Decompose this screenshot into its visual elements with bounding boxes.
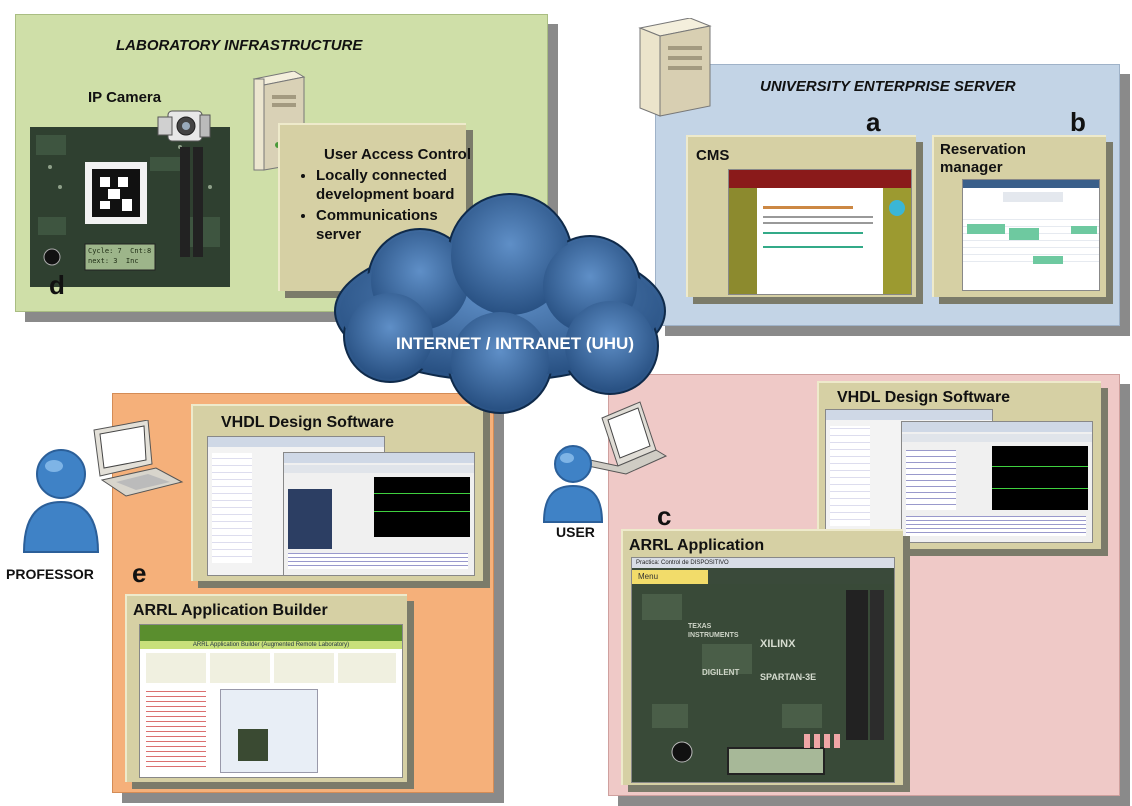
label-c: c — [657, 501, 672, 531]
user-label: USER — [556, 524, 595, 540]
board-text-spartan: SPARTAN-3E — [760, 672, 817, 682]
board-illustration — [30, 127, 230, 287]
arrl-app-window-title: Practica: Control de DISPOSITIVO — [632, 558, 894, 568]
cloud-label: INTERNET / INTRANET (UHU) — [396, 334, 634, 353]
cms-title: CMS — [696, 147, 730, 164]
access-item-server: Communications server — [316, 206, 474, 244]
lab-title: LABORATORY INFRASTRUCTURE — [116, 37, 363, 54]
development-board-photo: Cycle: 7 Cnt:8 next: 3 Inc — [30, 127, 230, 287]
user-person-icon — [542, 445, 604, 523]
label-b: b — [1070, 107, 1086, 137]
board-text-ti: TEXAS INSTRUMENTS — [688, 623, 739, 639]
user-vhdl-card: VHDL Design Software — [817, 381, 1101, 549]
arrl-board-illustration — [632, 584, 894, 782]
label-a: a — [866, 107, 881, 137]
arrl-app-card: ARRL Application Practica: Control de DI… — [621, 529, 903, 785]
user-vhdl-title: VHDL Design Software — [837, 389, 1011, 406]
label-d: d — [49, 270, 65, 300]
access-item-board: Locally connected development board — [316, 166, 474, 204]
enterprise-server-panel: UNIVERSITY ENTERPRISE SERVER a b CMS Res… — [655, 64, 1120, 326]
cms-screenshot — [728, 169, 912, 295]
lab-infrastructure-panel: LABORATORY INFRASTRUCTURE IP Camera — [15, 14, 548, 312]
reservation-card: Reservation manager — [932, 135, 1106, 297]
app-builder-header: ARRL Application Builder (Augmented Remo… — [140, 641, 402, 649]
ip-camera-label: IP Camera — [88, 89, 162, 106]
professor-vhdl-title: VHDL Design Software — [221, 414, 395, 431]
professor-label: PROFESSOR — [6, 566, 94, 582]
board-text-xilinx: XILINX — [760, 638, 796, 650]
board-text-digilent: DIGILENT — [702, 668, 740, 677]
ip-camera-icon — [157, 110, 211, 142]
app-builder-card: ARRL Application Builder ARRL Applicatio… — [125, 594, 407, 782]
access-title: User Access Control — [324, 146, 471, 163]
professor-panel: VHDL Design Software ARRL Application Bu… — [112, 393, 494, 793]
user-panel: c VHDL Design Software ARRL Application … — [608, 374, 1120, 796]
board-lcd-text: Cycle: 7 Cnt:8 next: 3 Inc — [88, 247, 152, 265]
professor-vhdl-card: VHDL Design Software — [191, 404, 483, 581]
cms-card: CMS — [686, 135, 916, 297]
user-vhdl-screenshot-front — [901, 421, 1093, 543]
professor-user-icon — [22, 449, 100, 553]
user-laptop-icon — [587, 401, 668, 475]
user-access-content: User Access Control Locally connected de… — [316, 145, 474, 244]
professor-vhdl-screenshot-front — [283, 452, 475, 576]
arrl-app-screenshot: Practica: Control de DISPOSITIVO Menu TE… — [631, 557, 895, 783]
professor-computer-icon — [93, 420, 184, 497]
server-title: UNIVERSITY ENTERPRISE SERVER — [760, 78, 1016, 95]
app-builder-screenshot: ARRL Application Builder (Augmented Remo… — [139, 624, 403, 778]
label-e: e — [132, 558, 147, 588]
app-builder-title: ARRL Application Builder — [133, 602, 328, 619]
reservation-title: Reservation manager — [940, 141, 1026, 176]
enterprise-server-icon — [638, 18, 712, 117]
reservation-screenshot — [962, 179, 1100, 291]
internet-cloud — [334, 193, 666, 414]
arrl-app-title: ARRL Application — [629, 537, 765, 554]
arrl-app-menu-button[interactable]: Menu — [632, 570, 708, 584]
